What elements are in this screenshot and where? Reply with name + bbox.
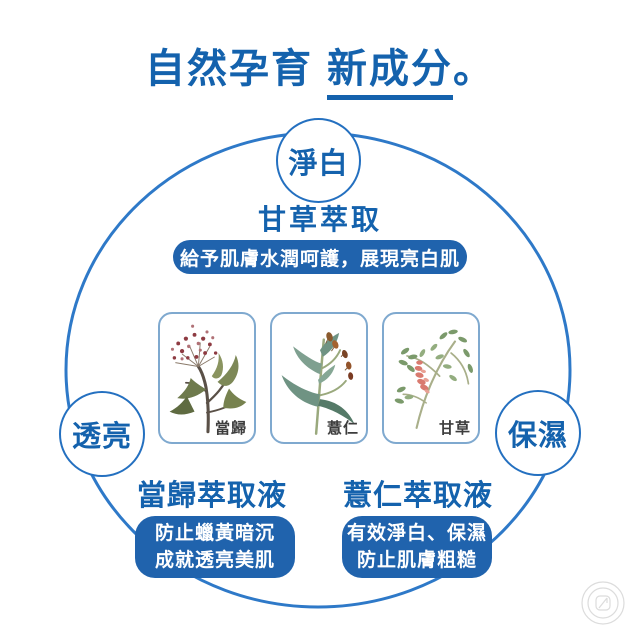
botanical-cards-row: 當歸	[158, 312, 480, 444]
jobs-tears-benefit-line2: 防止肌膚粗糙	[356, 550, 477, 571]
benefit-badge-translucency: 透亮	[59, 391, 145, 477]
badge-label: 保濕	[507, 420, 568, 452]
licorice-benefit-text: 給予肌膚水潤呵護，展現亮白肌	[179, 248, 460, 270]
card-label-angelica: 當歸	[214, 420, 247, 437]
angelica-illustration	[169, 324, 247, 434]
title-text: 自然孕育	[145, 47, 313, 91]
angelica-extract-name: 當歸萃取液	[136, 480, 287, 512]
angelica-benefit-pill: 防止蠟黃暗沉 成就透亮美肌	[135, 516, 295, 578]
benefit-badge-moisturizing: 保濕	[495, 390, 581, 476]
badge-label: 透亮	[71, 421, 132, 453]
angelica-benefit-line1: 防止蠟黃暗沉	[154, 523, 275, 544]
jobs-tears-extract-name: 薏仁萃取液	[342, 480, 493, 512]
jobs-tears-benefit-pill: 有效淨白、保濕 防止肌膚粗糙	[342, 516, 492, 578]
card-label-jobs-tears: 薏仁	[326, 420, 359, 437]
brand-watermark-icon	[581, 581, 625, 625]
page-title: 自然孕育新成分。	[0, 36, 640, 100]
card-licorice: 甘草	[382, 312, 480, 444]
benefit-badge-whitening: 淨白	[276, 118, 361, 203]
licorice-illustration	[394, 329, 473, 429]
jobs-tears-illustration	[281, 332, 355, 435]
angelica-benefit-line2: 成就透亮美肌	[154, 550, 275, 571]
badge-label: 淨白	[288, 147, 349, 180]
title-highlight-underlined: 新成分	[327, 47, 453, 100]
jobs-tears-benefit-line1: 有效淨白、保濕	[346, 523, 487, 544]
licorice-extract-heading: 甘草萃取	[257, 204, 382, 235]
card-jobs-tears: 薏仁	[270, 312, 368, 444]
licorice-benefit-pill: 給予肌膚水潤呵護，展現亮白肌	[173, 240, 467, 274]
title-period: 。	[453, 47, 495, 91]
card-angelica: 當歸	[158, 312, 256, 444]
card-label-licorice: 甘草	[438, 420, 471, 437]
